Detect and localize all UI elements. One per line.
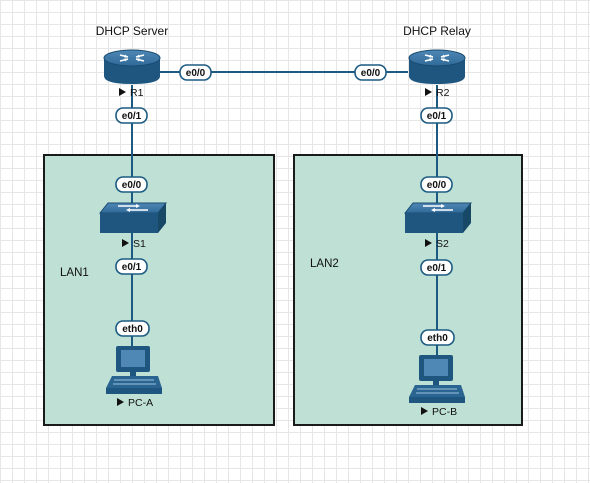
svg-text:PC-A: PC-A — [128, 397, 153, 409]
router-icon[interactable] — [103, 49, 161, 84]
lan2-label: LAN2 — [310, 258, 339, 270]
router-icon[interactable] — [408, 49, 466, 84]
s2-name: S2 — [425, 238, 449, 250]
svg-text:eth0: eth0 — [427, 333, 448, 344]
interface-r1-e01: e0/1 — [115, 107, 148, 124]
s1-name: S1 — [122, 238, 146, 250]
r1-role-label: DHCP Server — [96, 24, 168, 38]
interface-s2-e01: e0/1 — [420, 259, 453, 276]
r2-role-label: DHCP Relay — [403, 24, 471, 38]
interface-r1-e00: e0/0 — [179, 64, 212, 81]
svg-text:e0/0: e0/0 — [361, 68, 381, 79]
play-triangle-icon — [425, 239, 432, 247]
play-triangle-icon — [117, 398, 124, 406]
lan2-area — [293, 154, 523, 426]
pca-name: PC-A — [117, 397, 153, 409]
play-triangle-icon — [425, 88, 432, 96]
svg-text:R2: R2 — [436, 87, 450, 99]
interface-s1-e01: e0/1 — [115, 258, 148, 275]
svg-text:R1: R1 — [130, 87, 144, 99]
r1-name: R1 — [119, 87, 144, 99]
svg-text:e0/0: e0/0 — [427, 180, 447, 191]
interface-s2-e00: e0/0 — [420, 176, 453, 193]
pc-icon[interactable] — [106, 346, 162, 394]
svg-text:e0/0: e0/0 — [186, 68, 206, 79]
svg-text:eth0: eth0 — [122, 324, 143, 335]
svg-text:S2: S2 — [436, 238, 449, 250]
switch-icon[interactable] — [403, 202, 473, 233]
svg-text:e0/1: e0/1 — [122, 262, 142, 273]
interface-pcb-eth0: eth0 — [420, 329, 455, 346]
switch-icon[interactable] — [98, 202, 168, 233]
play-triangle-icon — [119, 88, 126, 96]
interface-r2-e00: e0/0 — [354, 64, 387, 81]
interface-r2-e01: e0/1 — [420, 107, 453, 124]
play-triangle-icon — [122, 239, 129, 247]
r2-name: R2 — [425, 87, 450, 99]
pc-icon[interactable] — [409, 355, 465, 403]
lan1-label: LAN1 — [60, 267, 89, 279]
svg-text:e0/1: e0/1 — [122, 111, 142, 122]
svg-text:e0/1: e0/1 — [427, 263, 447, 274]
pcb-name: PC-B — [421, 406, 457, 418]
svg-text:e0/0: e0/0 — [122, 180, 142, 191]
play-triangle-icon — [421, 407, 428, 415]
svg-text:PC-B: PC-B — [432, 406, 457, 418]
svg-text:S1: S1 — [133, 238, 146, 250]
interface-s1-e00: e0/0 — [115, 176, 148, 193]
svg-text:e0/1: e0/1 — [427, 111, 447, 122]
interface-pca-eth0: eth0 — [115, 320, 150, 337]
